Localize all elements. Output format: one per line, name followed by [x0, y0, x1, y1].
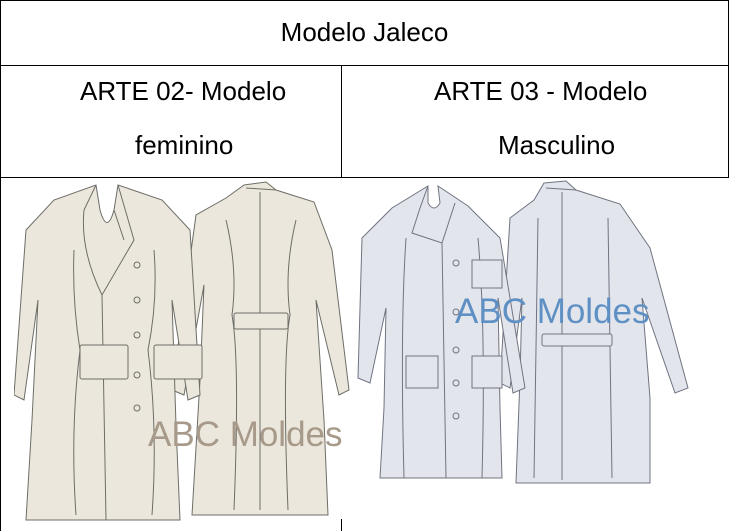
table-header-title: Modelo Jaleco: [280, 17, 449, 47]
female-lab-coat-illustration: [14, 181, 350, 521]
table-column-divider: [341, 65, 342, 178]
column-heading-female-line1: ARTE 02- Modelo: [80, 76, 287, 106]
table-row-divider-2: [0, 177, 729, 178]
column-heading-male-line1: ARTE 03 - Modelo: [434, 76, 648, 106]
table-top-border: [0, 0, 729, 1]
male-lab-coat-illustration: [357, 180, 689, 484]
female-watermark: ABC Moldes: [148, 415, 343, 454]
table-row-divider-1: [0, 65, 729, 66]
table-left-border: [0, 0, 1, 531]
table-column-divider-tick: [341, 519, 342, 531]
column-heading-female-line2: feminino: [135, 130, 234, 160]
column-heading-male-line2: Masculino: [498, 130, 616, 160]
male-watermark: ABC Moldes: [455, 292, 650, 331]
